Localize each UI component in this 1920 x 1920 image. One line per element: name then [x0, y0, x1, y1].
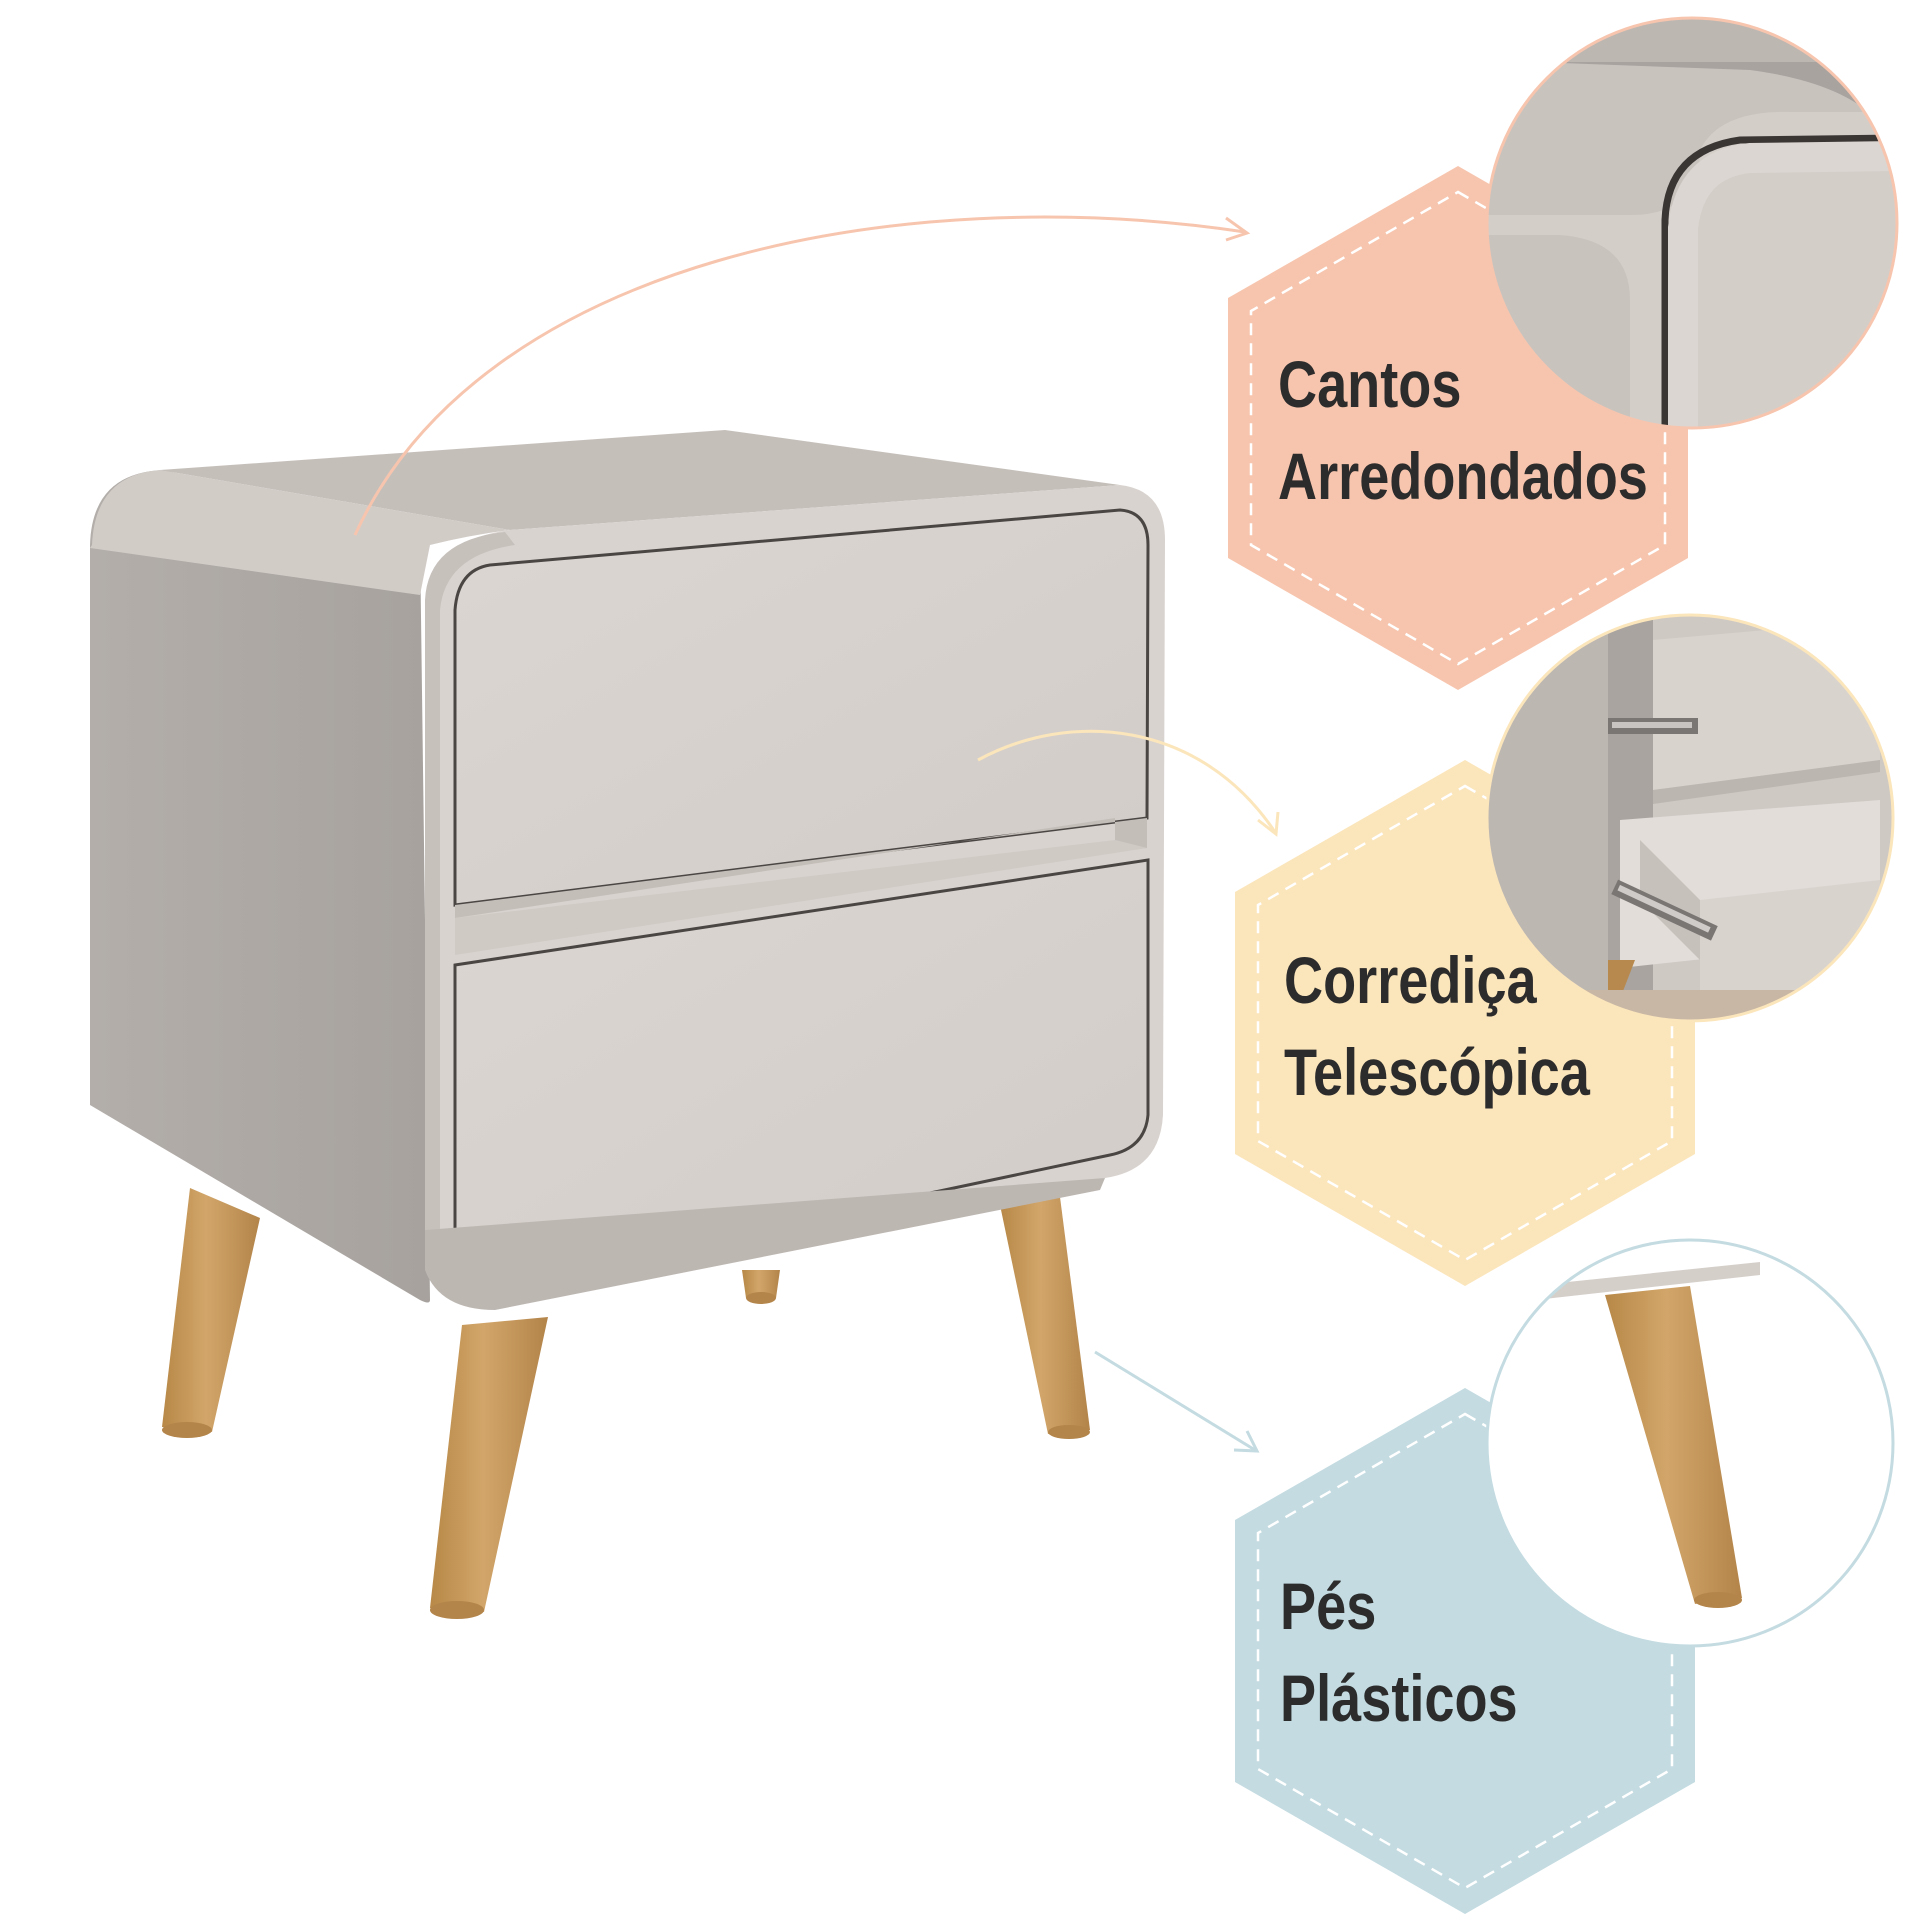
nightstand [90, 430, 1165, 1619]
back-leg-right [1000, 1197, 1090, 1434]
feature-label-telescopic-slide: Corrediça Telescópica [1284, 934, 1590, 1118]
feature-label-plastic-feet: Pés Plásticos [1280, 1560, 1518, 1744]
back-leg-center [742, 1270, 780, 1298]
zoom-detail-rounded-corner [1485, 16, 1899, 430]
zoom-detail-telescopic-slide [1485, 613, 1895, 1023]
front-leg-left [162, 1188, 260, 1432]
feature-label-line1: Corrediça [1284, 943, 1537, 1017]
feature-label-line1: Cantos [1278, 347, 1462, 421]
front-leg-center [430, 1317, 548, 1612]
feature-label-line2: Plásticos [1280, 1661, 1518, 1735]
feature-label-line2: Arredondados [1278, 439, 1648, 513]
curved-arrow-icon [977, 729, 1280, 837]
curved-arrow-icon [353, 215, 1251, 536]
feature-label-line2: Telescópica [1284, 1035, 1590, 1109]
straight-arrow-icon [1094, 1350, 1260, 1453]
feature-label-line1: Pés [1280, 1569, 1377, 1643]
zoom-detail-plastic-feet [1485, 1238, 1895, 1648]
feature-label-rounded-corners: Cantos Arredondados [1278, 338, 1648, 522]
